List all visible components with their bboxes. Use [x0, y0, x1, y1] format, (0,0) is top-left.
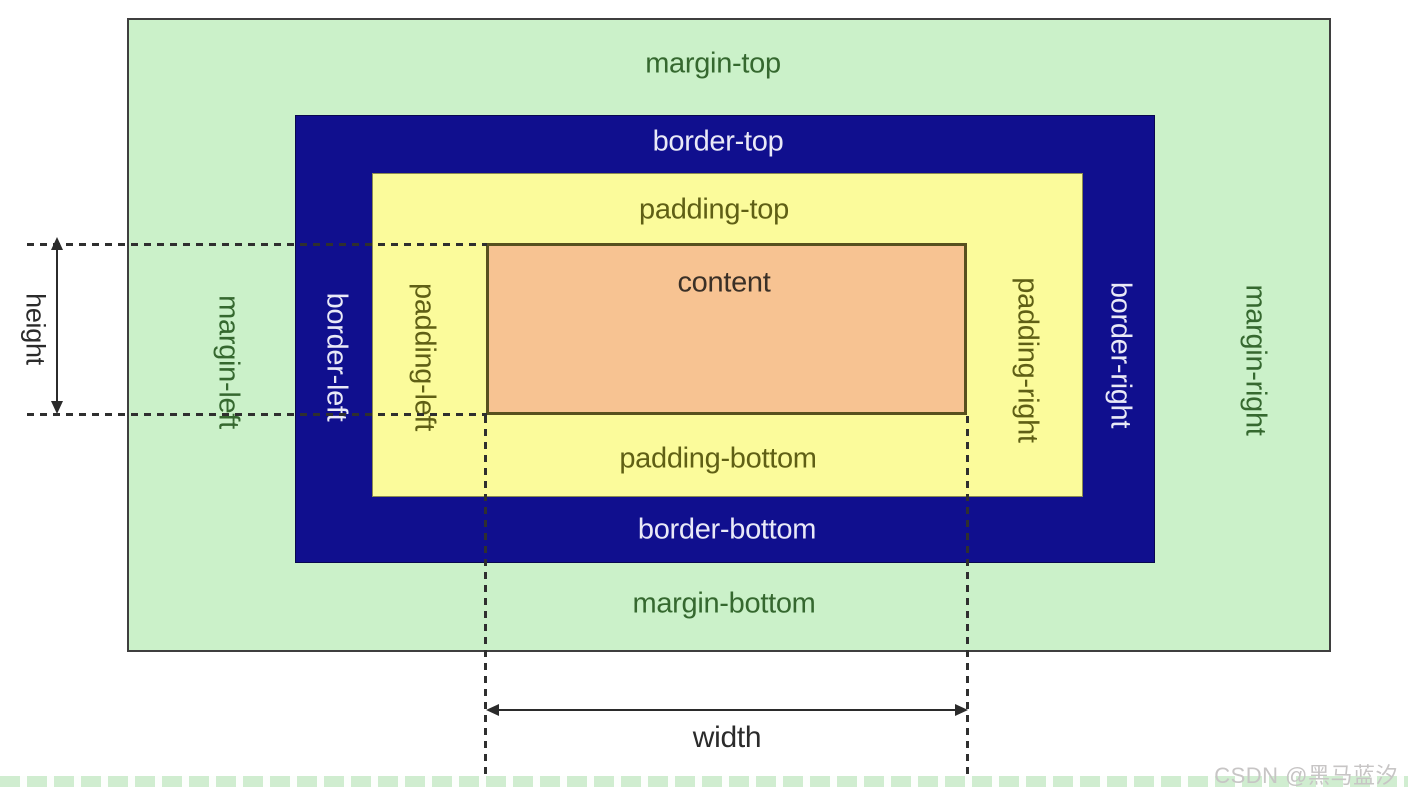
width-arrowhead-left-icon: [486, 704, 499, 716]
content-label: content: [677, 266, 771, 299]
border-right-label: border-right: [1104, 281, 1137, 429]
width-label: width: [692, 721, 762, 754]
margin-top-label: margin-top: [645, 47, 781, 80]
width-arrow-line: [497, 709, 957, 711]
border-bottom-label: border-bottom: [637, 513, 817, 546]
padding-right-label: padding-right: [1011, 277, 1044, 443]
height-top-dashed-line: [27, 243, 487, 246]
padding-top-label: padding-top: [639, 193, 789, 226]
border-top-label: border-top: [652, 125, 784, 158]
padding-bottom-label: padding-bottom: [619, 442, 817, 475]
margin-left-label: margin-left: [212, 295, 245, 429]
margin-bottom-label: margin-bottom: [632, 587, 816, 620]
height-arrowhead-down-icon: [51, 401, 63, 414]
height-label: height: [20, 293, 51, 365]
margin-right-label: margin-right: [1239, 284, 1272, 436]
border-left-label: border-left: [320, 292, 353, 422]
width-left-dashed-line: [484, 416, 487, 780]
width-arrowhead-right-icon: [955, 704, 968, 716]
height-arrowhead-up-icon: [51, 237, 63, 250]
watermark: CSDN @黑马蓝汐: [1214, 763, 1398, 788]
padding-left-label: padding-left: [408, 283, 441, 431]
content-box: [486, 243, 967, 415]
height-bottom-dashed-line: [27, 413, 487, 416]
bottom-dashed-strip: [0, 776, 1408, 787]
height-arrow-line: [56, 248, 58, 403]
width-right-dashed-line: [966, 416, 969, 780]
